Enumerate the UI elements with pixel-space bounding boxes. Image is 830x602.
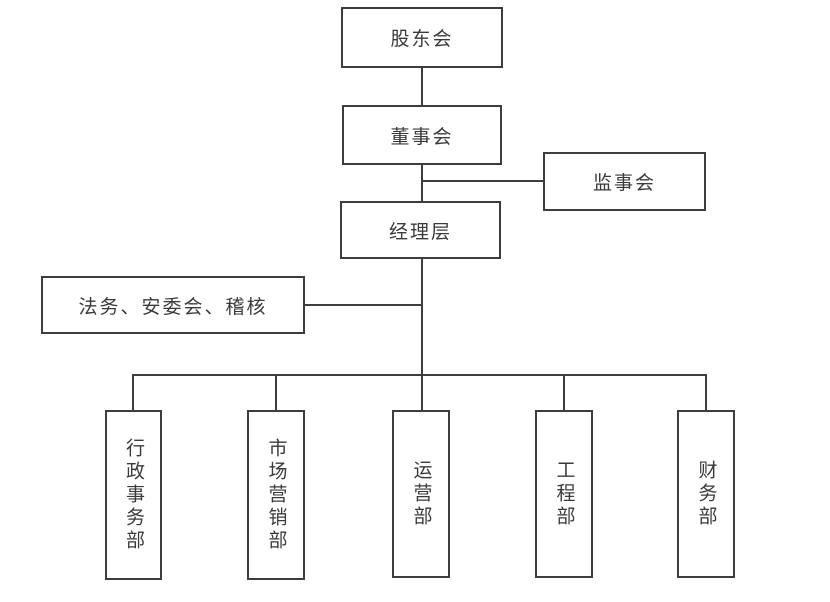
connector-drop-engineering (563, 374, 565, 410)
node-operations-dept: 运营部 (392, 410, 450, 578)
node-label-operations-dept: 运营部 (410, 459, 432, 529)
node-label-admin-affairs-dept: 行政事务部 (123, 437, 144, 553)
node-label-board: 董事会 (390, 126, 454, 148)
connector-board-management (421, 165, 423, 201)
node-label-finance-dept: 财务部 (695, 459, 717, 529)
node-finance-dept: 财务部 (677, 410, 735, 578)
connector-drop-marketing (275, 374, 277, 410)
node-label-shareholders: 股东会 (390, 29, 454, 50)
node-admin-affairs-dept: 行政事务部 (105, 410, 162, 580)
connector-drop-finance (705, 374, 707, 410)
node-marketing-dept: 市场营销部 (247, 410, 305, 580)
connector-shareholders-board (421, 68, 423, 105)
node-label-staff-offices: 法务、安委会、稽核 (78, 296, 268, 318)
node-label-marketing-dept: 市场营销部 (265, 437, 287, 553)
connector-staff-management (305, 304, 423, 306)
node-staff-offices: 法务、安委会、稽核 (41, 276, 305, 334)
node-shareholders: 股东会 (341, 7, 503, 68)
connector-departments-bus (132, 374, 707, 376)
node-label-management: 经理层 (388, 221, 452, 243)
node-engineering-dept: 工程部 (535, 410, 593, 578)
node-label-engineering-dept: 工程部 (553, 459, 575, 529)
node-label-supervisory: 监事会 (592, 173, 656, 194)
connector-board-supervisory (421, 180, 543, 182)
connector-drop-admin (132, 374, 134, 410)
node-management: 经理层 (340, 201, 501, 259)
connector-management-trunk (421, 259, 423, 410)
node-board: 董事会 (342, 105, 502, 165)
node-supervisory: 监事会 (543, 152, 706, 211)
